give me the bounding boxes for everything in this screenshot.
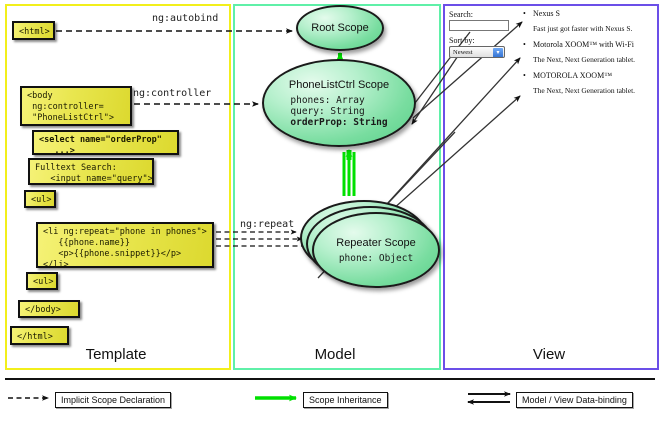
scope-prop-orderprop: orderProp: String bbox=[290, 116, 388, 128]
code-box-html-close[interactable]: </html> bbox=[10, 326, 69, 345]
code-box-ul-close[interactable]: <ul> bbox=[26, 272, 58, 290]
legend-label-scope-inheritance: Scope Inheritance bbox=[303, 392, 388, 408]
scope-prop-plain: phones: Array query: String bbox=[290, 94, 365, 117]
code-box-select[interactable]: <select name="orderProp" ...> bbox=[32, 130, 179, 156]
scope-repeater-props: phone: Object bbox=[338, 252, 414, 264]
scope-repeater-title: Repeater Scope bbox=[336, 236, 416, 249]
phone-snippet: The Next, Next Generation tablet. bbox=[533, 55, 636, 64]
legend-label-implicit-scope-declaration: Implicit Scope Declaration bbox=[55, 392, 172, 408]
code-box-body-open[interactable]: <body ng:controller= "PhoneListCtrl"> bbox=[20, 86, 132, 126]
sort-by-label: Sort by: bbox=[449, 36, 475, 45]
code-box-ul-open[interactable]: <ul> bbox=[24, 190, 56, 208]
list-item[interactable]: Motorola XOOM™ with Wi-Fi The Next, Next… bbox=[523, 39, 651, 65]
sort-by-value: Newest bbox=[453, 49, 473, 56]
phone-snippet: Fast just got faster with Nexus S. bbox=[533, 24, 633, 33]
sort-by-select[interactable]: Newest ▾ bbox=[449, 46, 505, 58]
search-input[interactable] bbox=[449, 20, 509, 31]
scope-root[interactable]: Root Scope bbox=[296, 5, 384, 51]
scope-phonelistctrl-props: phones: Array query: String orderProp: S… bbox=[290, 95, 387, 128]
column-label-model: Model bbox=[314, 346, 356, 363]
legend-glyph-databinding bbox=[467, 391, 511, 405]
phone-name: MOTOROLA XOOM™ bbox=[523, 70, 651, 81]
phone-name: Nexus S bbox=[523, 8, 651, 19]
phone-snippet: The Next, Next Generation tablet. bbox=[533, 86, 636, 95]
edge-label-ng-controller: ng:controller bbox=[133, 88, 212, 99]
list-item[interactable]: MOTOROLA XOOM™ The Next, Next Generation… bbox=[523, 70, 651, 96]
phone-name: Motorola XOOM™ with Wi-Fi bbox=[523, 39, 651, 50]
edge-label-ng-autobind: ng:autobind bbox=[152, 13, 219, 24]
list-item[interactable]: Nexus S Fast just got faster with Nexus … bbox=[523, 8, 651, 34]
search-label: Search: bbox=[449, 10, 473, 19]
scope-repeater[interactable]: Repeater Scope phone: Object bbox=[312, 212, 440, 288]
code-box-body-close[interactable]: </body> bbox=[18, 300, 80, 318]
legend-label-model-view-data-binding: Model / View Data-binding bbox=[516, 392, 633, 408]
scope-root-title: Root Scope bbox=[311, 21, 369, 34]
view-pane: Search: Sort by: Newest ▾ Nexus S Fast j… bbox=[449, 8, 651, 132]
scope-phonelistctrl[interactable]: PhoneListCtrl Scope phones: Array query:… bbox=[262, 59, 416, 147]
phone-list: Nexus S Fast just got faster with Nexus … bbox=[523, 8, 651, 101]
column-label-view: View bbox=[532, 346, 566, 363]
chevron-down-icon[interactable]: ▾ bbox=[493, 48, 503, 57]
code-box-fulltext-search[interactable]: Fulltext Search: <input name="query"> bbox=[28, 158, 154, 185]
scope-phonelistctrl-title: PhoneListCtrl Scope bbox=[288, 78, 390, 91]
edge-label-ng-repeat: ng:repeat bbox=[240, 219, 295, 230]
column-label-template: Template bbox=[85, 346, 147, 363]
column-template bbox=[5, 4, 231, 370]
legend-divider bbox=[5, 378, 655, 380]
code-box-li-repeat[interactable]: <li ng:repeat="phone in phones"> {{phone… bbox=[36, 222, 214, 270]
code-box-html-open[interactable]: <html> bbox=[12, 21, 55, 40]
